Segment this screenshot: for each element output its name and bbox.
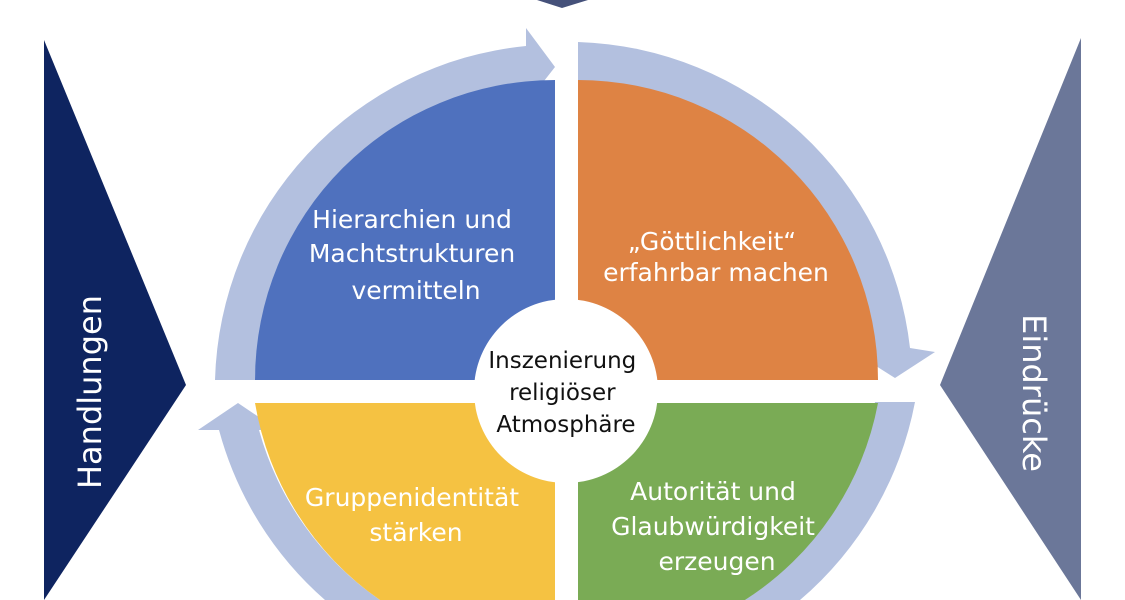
quadrant-bottom-right-label: Autorität und Glaubwürdigkeit erzeugen (611, 477, 823, 576)
quadrant-bottom-right (578, 403, 878, 600)
quadrant-top-right-line-2: erfahrbar machen (603, 258, 829, 287)
center-label: Inszenierung religiöser Atmosphäre (488, 348, 643, 438)
quadrant-top-left-label: Hierarchien und Machtstrukturen vermitte… (309, 205, 523, 305)
center-label-line-1: Inszenierung (488, 348, 636, 374)
quadrant-bottom-right-line-2: Glaubwürdigkeit (611, 512, 815, 541)
quadrant-top-left-line-2: Machtstrukturen (309, 239, 515, 268)
center-label-line-2: religiöser (509, 380, 616, 406)
ring-arrow-top-left (215, 28, 555, 380)
quadrant-top-right-label: „Göttlichkeit“ erfahrbar machen (603, 227, 829, 287)
left-side-label: Handlungen (71, 295, 109, 489)
left-chevron-arrow (44, 40, 186, 600)
right-chevron-arrow (940, 38, 1081, 600)
ring-arrow-bottom-right (745, 402, 915, 600)
center-label-line-3: Atmosphäre (496, 412, 635, 438)
quadrant-top-right-line-1: „Göttlichkeit“ (628, 227, 796, 256)
ring-arrow-bottom-left (198, 403, 380, 600)
quadrant-bottom-right-line-1: Autorität und (630, 477, 796, 506)
quadrant-top-left-line-3: vermitteln (351, 276, 480, 305)
quadrant-bottom-left-line-1: Gruppenidentität (305, 483, 519, 512)
quadrant-bottom-left-label: Gruppenidentität stärken (305, 483, 527, 547)
top-down-arrow (537, 0, 588, 8)
right-side-label: Eindrücke (1015, 314, 1053, 472)
quadrant-top-left-line-1: Hierarchien und (312, 205, 512, 234)
quadrant-bottom-left-line-2: stärken (369, 518, 462, 547)
center-circle (474, 299, 658, 483)
ring-arrow-top-right (578, 42, 935, 378)
quadrant-top-left (255, 80, 555, 380)
quadrant-top-right (578, 80, 878, 380)
quadrant-bottom-left (255, 403, 555, 600)
quadrant-bottom-right-line-3: erzeugen (658, 547, 775, 576)
cycle-ring-arrows (198, 28, 935, 600)
